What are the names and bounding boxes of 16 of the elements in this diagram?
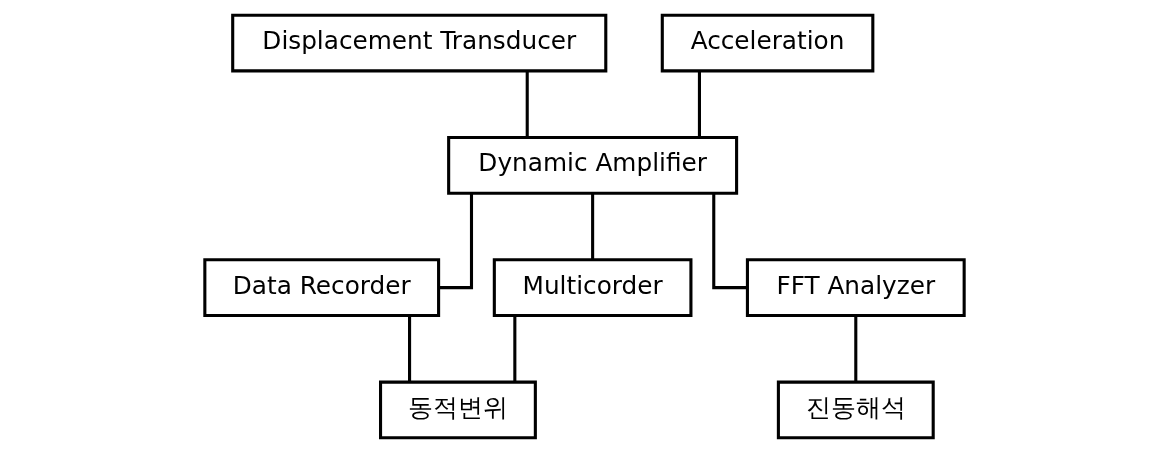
connector xyxy=(407,315,411,382)
connector xyxy=(697,70,701,137)
connector xyxy=(512,315,516,382)
node-box: Dynamic Amplifier xyxy=(446,135,738,195)
connector xyxy=(711,193,747,289)
connector xyxy=(853,315,857,382)
node-box: Displacement Transducer xyxy=(230,13,607,72)
node-box: FFT Analyzer xyxy=(745,257,966,317)
connector xyxy=(525,70,529,137)
node-box: Multicorder xyxy=(492,257,692,317)
node-box: 진동해석 xyxy=(776,380,935,439)
connector xyxy=(590,193,594,259)
node-box: Acceleration xyxy=(660,13,874,72)
connector xyxy=(438,193,473,289)
node-box: Data Recorder xyxy=(202,257,440,317)
node-box: 동적변위 xyxy=(378,380,537,439)
